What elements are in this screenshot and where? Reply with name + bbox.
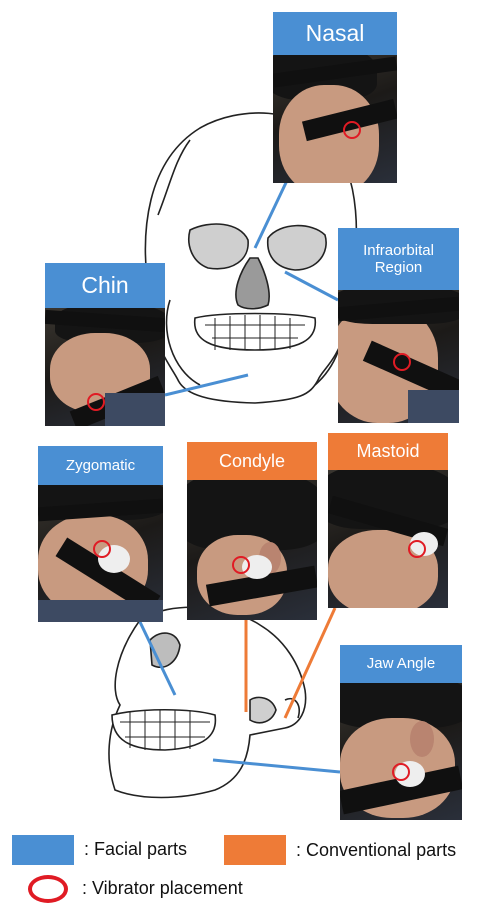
lateral-skull [109,607,306,797]
vibrator-marker-jaw-angle [392,763,410,781]
legend-facial-label: : Facial parts [84,839,187,860]
photo-zygomatic [38,485,163,622]
photo-mastoid [328,470,448,608]
vibrator-marker-zygomatic [93,540,111,558]
legend-vibrator-icon [28,875,68,903]
vibrator-marker-infraorbital [393,353,411,371]
label-zygomatic: Zygomatic [38,446,163,485]
legend-conventional-swatch [224,835,286,865]
legend-facial-swatch [12,835,74,865]
vibrator-marker-mastoid [408,540,426,558]
label-chin: Chin [45,263,165,308]
photo-jaw-angle [340,683,462,820]
vibrator-marker-nasal [343,121,361,139]
legend-conventional-label: : Conventional parts [296,840,456,861]
label-condyle: Condyle [187,442,317,480]
label-nasal: Nasal [273,12,397,55]
label-infraorbital: Infraorbital Region [338,228,459,290]
legend-vibrator-label: : Vibrator placement [82,878,243,899]
photo-infraorbital [338,290,459,423]
photo-chin [45,308,165,426]
vibrator-marker-condyle [232,556,250,574]
label-mastoid: Mastoid [328,433,448,470]
photo-nasal [273,55,397,183]
photo-condyle [187,480,317,620]
vibrator-marker-chin [87,393,105,411]
label-jaw-angle: Jaw Angle [340,645,462,683]
